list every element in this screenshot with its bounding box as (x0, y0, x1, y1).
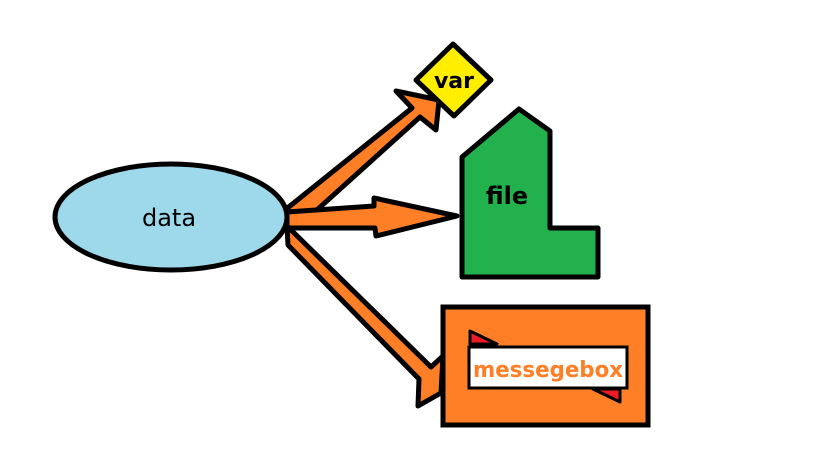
messagebox-label-box (467, 345, 629, 390)
file-node (459, 106, 601, 280)
data-node (52, 161, 290, 273)
messagebox-label: messegebox (473, 358, 623, 383)
arrow-to-var (282, 88, 442, 221)
data-node-label: data (142, 204, 196, 232)
file-node-label: file (486, 182, 528, 210)
var-node (413, 41, 494, 119)
messagebox-accent-top (468, 329, 499, 346)
var-node-label: var (434, 69, 474, 94)
arrow-to-file (284, 195, 460, 239)
arrow-to-messagebox (284, 223, 446, 409)
